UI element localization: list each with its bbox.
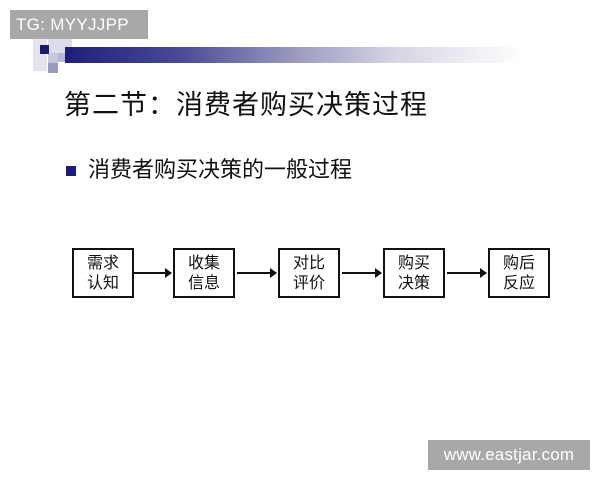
header-gradient-bar [65, 47, 525, 63]
flow-step-line2: 反应 [502, 273, 535, 292]
tg-watermark-label: TG: MYYJJPP [10, 10, 148, 39]
flow-step-purchase-decision: 购买 决策 [383, 248, 445, 298]
flow-step-information-search: 收集 信息 [173, 248, 235, 298]
flow-step-line2: 评价 [292, 273, 325, 292]
deco-square [48, 53, 58, 63]
flow-step-line2: 认知 [86, 273, 119, 292]
flow-step-line1: 对比 [292, 253, 325, 272]
flow-step-evaluation: 对比 评价 [278, 248, 340, 298]
bullet-square-icon [66, 166, 76, 176]
deco-square [58, 53, 67, 62]
flow-step-line1: 购买 [397, 253, 430, 272]
flow-step-line1: 收集 [187, 253, 220, 272]
slide-title: 第二节：消费者购买决策过程 [64, 90, 428, 121]
flow-step-line2: 信息 [187, 273, 220, 292]
flow-arrow-icon [237, 268, 277, 278]
flow-arrow-icon [134, 268, 172, 278]
deco-square [48, 63, 58, 73]
deco-square-dark [40, 45, 49, 54]
flow-step-need-recognition: 需求 认知 [72, 248, 134, 298]
bullet-text: 消费者购买决策的一般过程 [88, 158, 353, 183]
bullet-item: 消费者购买决策的一般过程 [66, 156, 352, 186]
flow-step-line2: 决策 [397, 273, 430, 292]
flow-step-line1: 购后 [502, 253, 535, 272]
flow-step-line1: 需求 [86, 253, 119, 272]
flow-arrow-icon [447, 268, 487, 278]
flow-step-post-purchase: 购后 反应 [488, 248, 550, 298]
site-watermark: www.eastjar.com [428, 440, 590, 470]
deco-square [33, 38, 47, 71]
flow-arrow-icon [342, 268, 382, 278]
